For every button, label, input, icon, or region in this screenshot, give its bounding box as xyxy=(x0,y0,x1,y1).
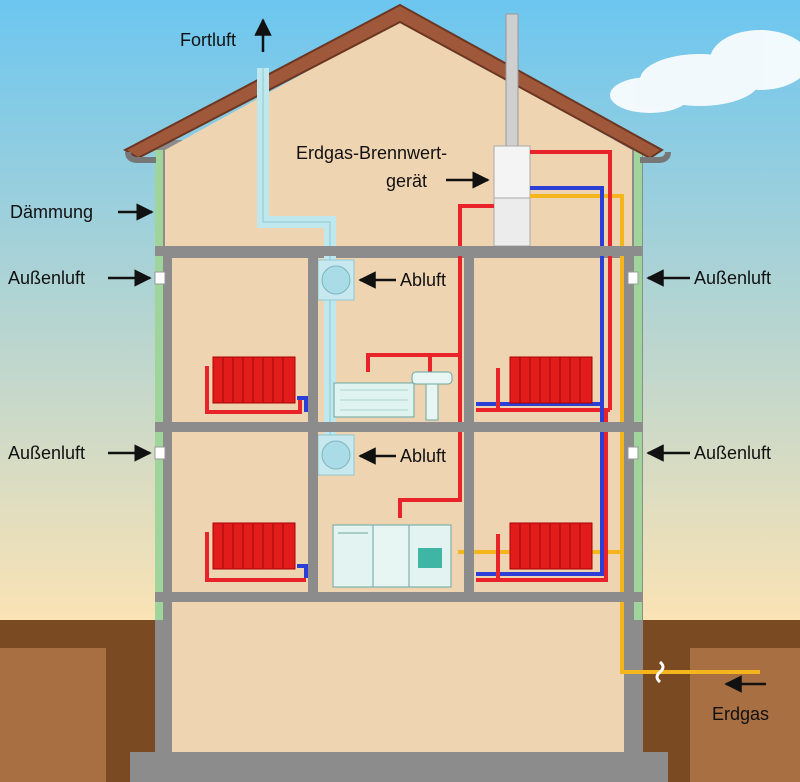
air-inlet-right-lower xyxy=(627,446,639,460)
label-erdgas: Erdgas xyxy=(712,704,770,724)
floor-first xyxy=(155,422,643,432)
hot-pipe-lower xyxy=(476,410,608,582)
label-aussenluft-left-upper: Außenluft xyxy=(8,268,86,288)
foundation xyxy=(130,752,668,782)
hot-pipe-sink xyxy=(366,353,460,372)
washbasin xyxy=(411,371,453,421)
chimney-flue xyxy=(505,13,519,147)
floor-attic xyxy=(155,246,643,256)
insulation-left xyxy=(155,150,163,620)
gutter-right xyxy=(640,151,671,163)
label-fortluft: Fortluft xyxy=(180,30,237,50)
label-aussenluft-left-lower: Außenluft xyxy=(8,443,86,463)
label-abluft-upper: Abluft xyxy=(400,270,447,290)
label-aussenluft-right-lower: Außenluft xyxy=(694,443,772,463)
label-aussenluft-right-upper: Außenluft xyxy=(694,268,772,288)
radiator-lower-left xyxy=(205,522,308,582)
gutter-left xyxy=(125,151,156,163)
floor-ground xyxy=(155,592,643,602)
air-inlet-right-upper xyxy=(627,271,639,285)
interior-wall-left xyxy=(308,256,318,592)
fan-lower xyxy=(317,434,355,476)
room-basement xyxy=(172,602,624,752)
exhaust-duct-outline xyxy=(262,68,331,470)
interior-wall-right xyxy=(464,256,474,592)
fan-upper xyxy=(317,259,355,301)
gas-condensing-boiler xyxy=(493,145,531,247)
insulation-right xyxy=(634,150,642,620)
label-abluft-lower: Abluft xyxy=(400,446,447,466)
bathtub xyxy=(333,382,415,418)
gas-pipe-break xyxy=(655,660,665,684)
soil-left-pit xyxy=(0,648,106,782)
label-daemmung: Dämmung xyxy=(10,202,94,222)
cloud-icon xyxy=(610,30,800,113)
label-boiler-line2: gerät xyxy=(386,171,428,191)
radiator-upper-left xyxy=(205,356,308,414)
air-inlet-left-lower xyxy=(154,446,166,460)
air-inlet-left-upper xyxy=(154,271,166,285)
hot-pipe-riser xyxy=(398,204,494,518)
radiator-upper-right xyxy=(496,356,593,410)
label-boiler-line1: Erdgas-Brennwert- xyxy=(296,143,448,163)
radiator-lower-right xyxy=(496,522,593,580)
kitchen-unit xyxy=(332,524,452,588)
cold-pipe-main xyxy=(476,186,604,576)
